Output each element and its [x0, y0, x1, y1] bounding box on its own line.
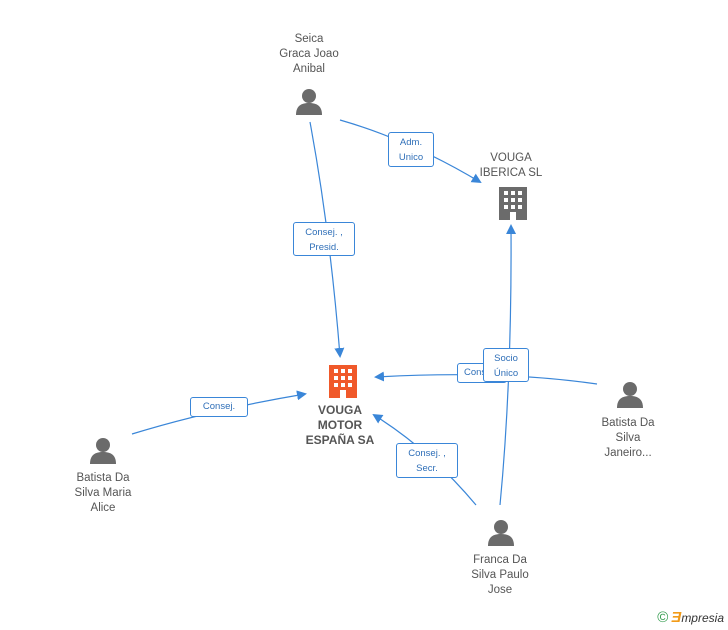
person-icon	[296, 89, 322, 115]
node-label-seica[interactable]: Seica Graca Joao Anibal	[279, 33, 339, 75]
node-label-batista-maria[interactable]: Batista Da Silva Maria Alice	[74, 472, 132, 514]
brand-logo-e: Ǝ	[671, 609, 682, 626]
node-label-franca[interactable]: Franca Da Silva Paulo Jose	[471, 554, 529, 596]
node-label-batista-janeiro[interactable]: Batista Da Silva Janeiro...	[601, 417, 655, 459]
edge-label-consej-maria: Consej.	[190, 397, 248, 417]
person-icon	[617, 382, 643, 408]
building-icon	[499, 187, 527, 220]
person-icon	[90, 438, 116, 464]
edge-label-adm-unico: Adm. Unico	[388, 132, 434, 167]
building-icon-main	[329, 365, 357, 398]
brand-name: mpresia	[681, 610, 724, 625]
edge-label-consej-secr: Consej. , Secr.	[396, 443, 458, 478]
node-label-vouga-motor[interactable]: VOUGA MOTOR ESPAÑA SA	[305, 403, 375, 447]
node-label-vouga-iberica[interactable]: VOUGA IBERICA SL	[479, 152, 543, 179]
edge-label-consej-presid: Consej. , Presid.	[293, 222, 355, 256]
edge-label-socio-unico: Socio Único	[483, 348, 529, 382]
person-icon	[488, 520, 514, 546]
copyright-icon: ©	[657, 609, 669, 626]
brand-watermark: © Ǝ mpresia	[657, 609, 724, 626]
